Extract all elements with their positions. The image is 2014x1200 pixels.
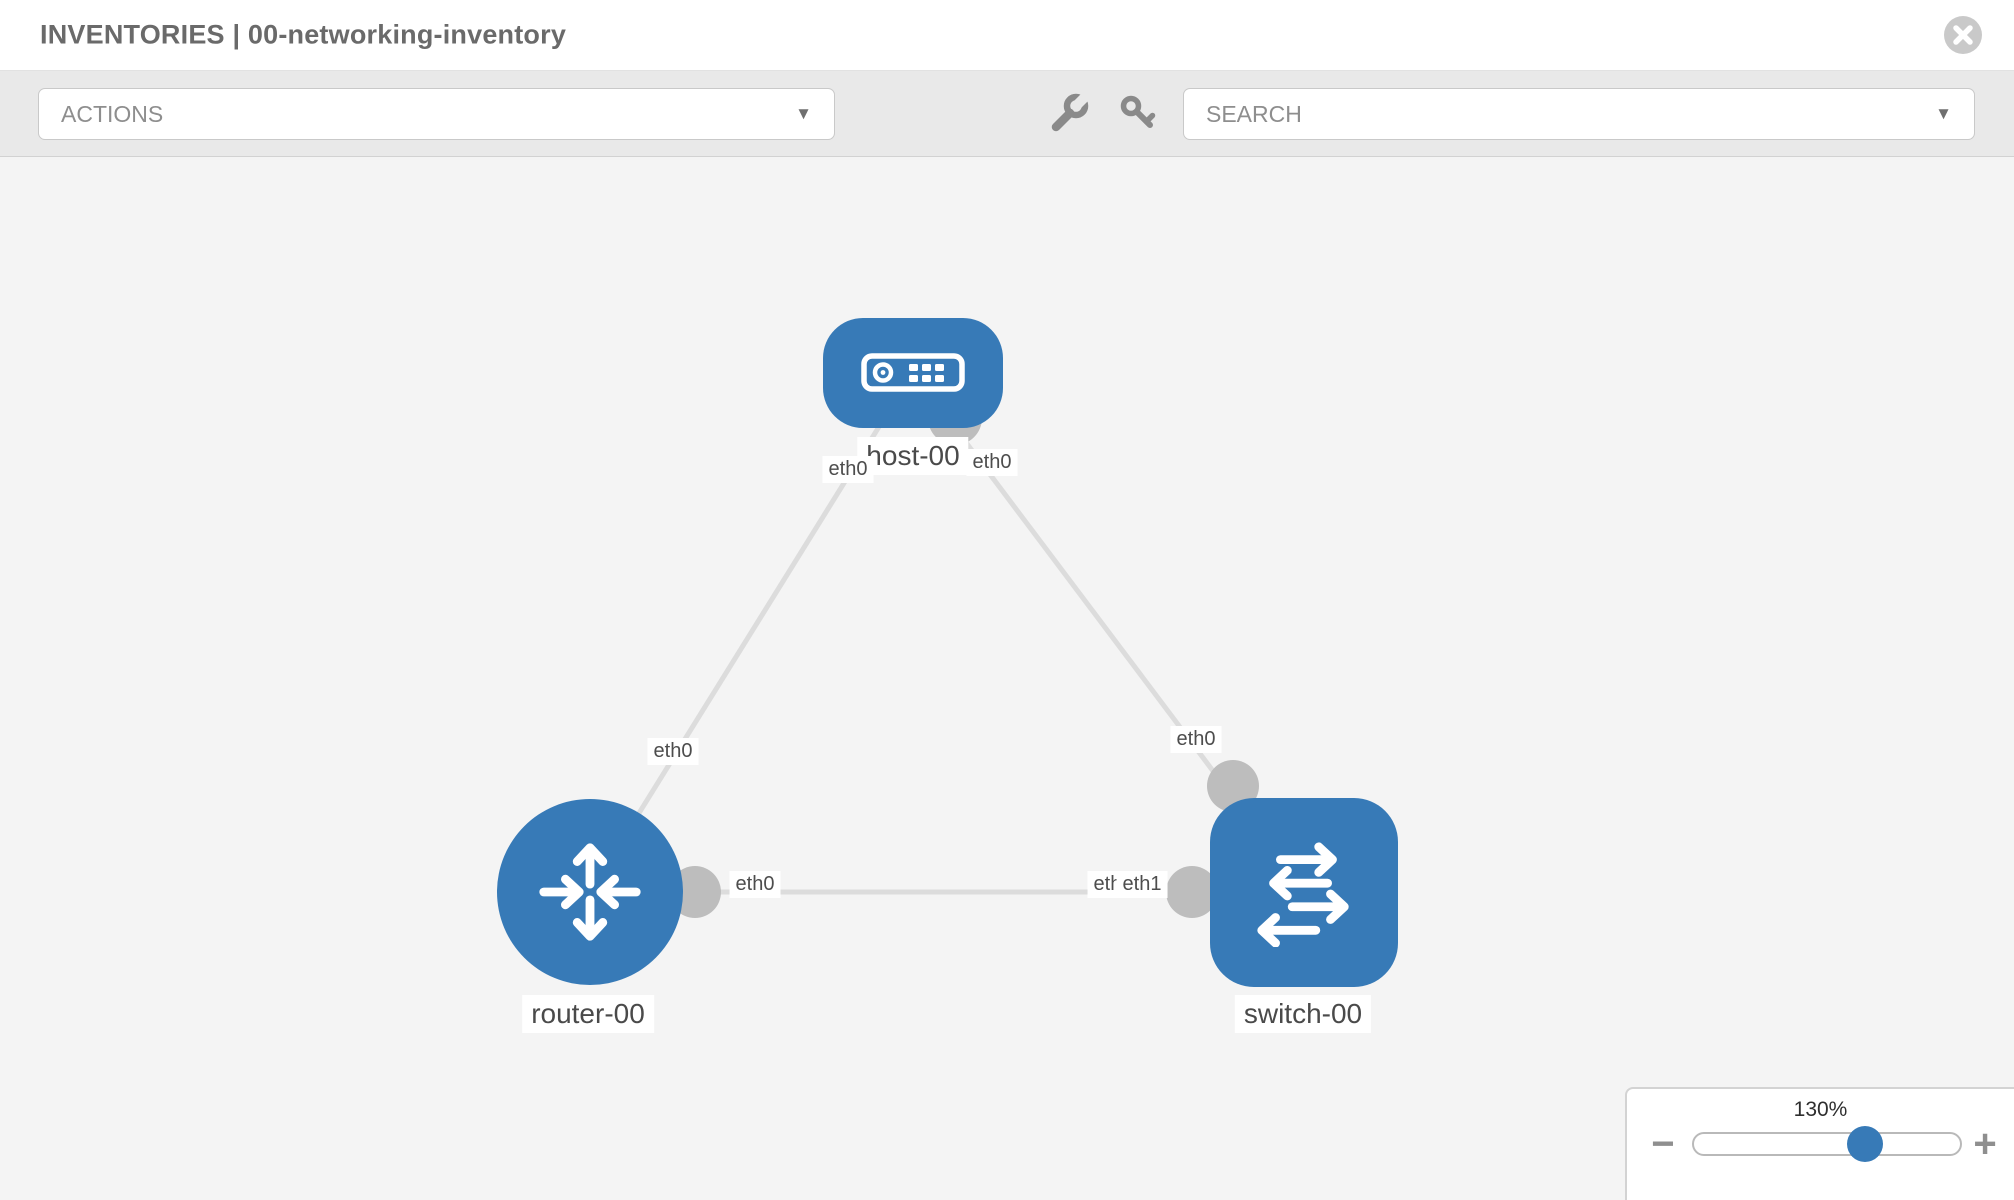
zoom-level-value: 130% [1793,1098,1848,1121]
topology-canvas[interactable]: host-00 router-00 switch-00 eth0 eth0 et… [0,157,2014,1200]
links-layer [587,370,1306,918]
node-switch-00[interactable] [1210,798,1398,987]
key-icon [1120,95,1156,128]
key-button[interactable] [1116,91,1162,137]
if-label-host-to-router: eth0 [822,456,874,483]
host-server-icon [861,353,965,392]
if-label-host-to-switch: eth0 [966,449,1018,476]
node-host-00[interactable] [823,318,1003,428]
switch-icon [1257,841,1349,947]
wrench-button[interactable] [1046,90,1092,137]
zoom-in-button[interactable]: + [1973,1122,1997,1166]
router-icon [539,843,641,941]
close-icon [1953,25,1973,45]
interface-connector-switch-left[interactable] [1166,866,1218,918]
search-dropdown-label: SEARCH [1206,100,1302,127]
chevron-down-icon: ▼ [1935,104,1952,123]
actions-dropdown-label: ACTIONS [61,100,164,127]
wrench-icon [1051,90,1092,132]
zoom-control-panel: 130% − + [1625,1087,2014,1200]
zoom-slider-track[interactable] [1692,1132,1962,1156]
search-dropdown[interactable]: SEARCH ▼ [1183,88,1975,140]
chevron-down-icon: ▼ [795,104,812,123]
node-label-router: router-00 [522,995,654,1033]
node-label-host: host-00 [857,437,969,475]
zoom-slider-thumb[interactable] [1847,1126,1883,1162]
header: INVENTORIES | 00-networking-inventory [0,0,2014,71]
node-label-switch: switch-00 [1234,995,1372,1033]
node-router-00[interactable] [497,799,683,985]
toolbar: ACTIONS ▼ SEARCH ▼ [0,71,2014,157]
if-label-router-to-host: eth0 [647,738,699,765]
actions-dropdown[interactable]: ACTIONS ▼ [38,88,835,140]
if-label-router-to-switch: eth0 [729,871,781,898]
close-button[interactable] [1944,16,1982,54]
if-label-switch-to-router-front: eth1 [1116,871,1168,898]
zoom-out-button[interactable]: − [1651,1122,1675,1166]
if-label-switch-to-host: eth0 [1170,726,1222,753]
page-title: INVENTORIES | 00-networking-inventory [40,19,567,50]
